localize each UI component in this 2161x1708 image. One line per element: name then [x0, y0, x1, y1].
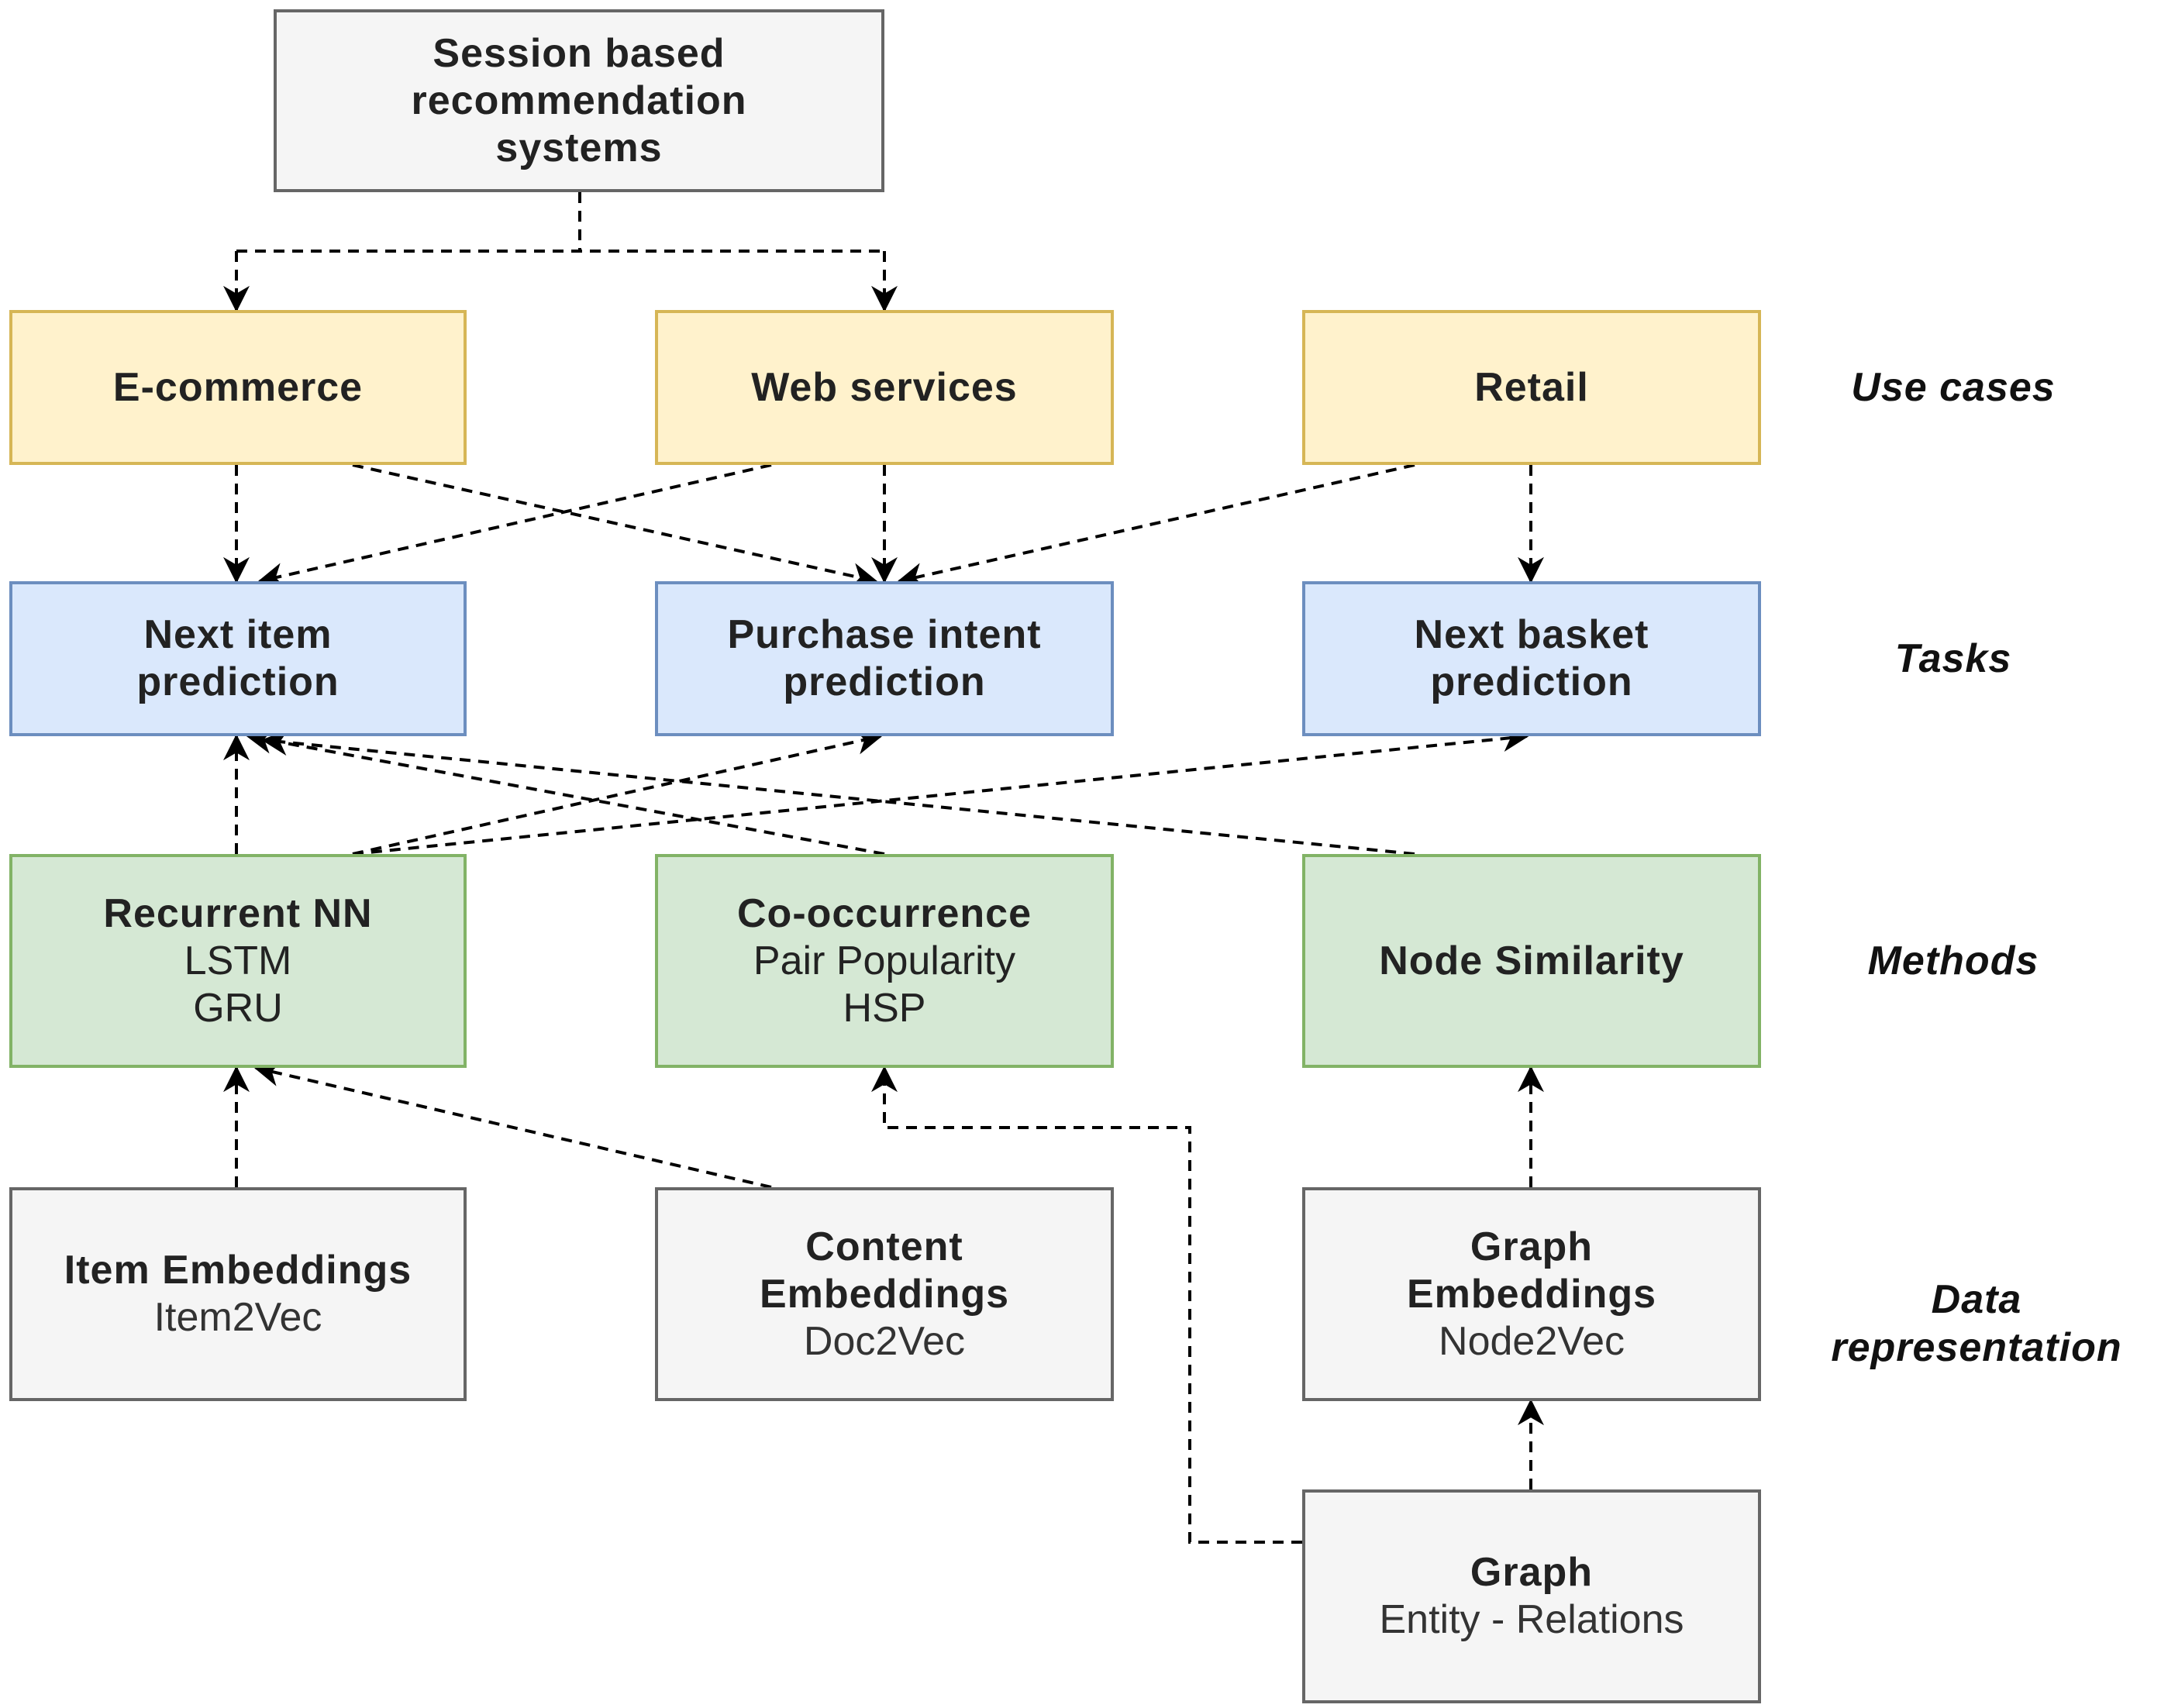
node-ecommerce: E-commerce — [9, 310, 467, 465]
edge-nodesim-to-nextitem — [261, 729, 1415, 856]
edge-root-split — [236, 192, 884, 253]
node-node-similarity: Node Similarity — [1302, 854, 1761, 1068]
node-next-basket-prediction: Next basket prediction — [1302, 581, 1761, 736]
node-graph: Graph Entity - Relations — [1302, 1489, 1761, 1703]
node-title: Retail — [1474, 364, 1589, 410]
edge-graph-to-cooc — [871, 1066, 1302, 1544]
node-retail: Retail — [1302, 310, 1761, 465]
layer-label-tasks: Tasks — [1894, 636, 2012, 681]
node-title: Co-occurrence — [737, 890, 1032, 936]
node-title: Recurrent NN — [103, 890, 373, 936]
node-title: E-commerce — [112, 364, 364, 410]
node-subtitle: Item2Vec — [153, 1295, 322, 1340]
edge-cooc-to-nextitem — [246, 727, 885, 856]
node-web-services: Web services — [655, 310, 1114, 465]
node-recurrent-nn: Recurrent NN LSTM GRU — [9, 854, 467, 1068]
node-subtitle: LSTM GRU — [184, 938, 292, 1031]
node-title: Next basket prediction — [1414, 612, 1649, 704]
node-subtitle: Doc2Vec — [803, 1318, 966, 1364]
node-title: Web services — [751, 364, 1018, 410]
node-subtitle: Entity - Relations — [1379, 1597, 1684, 1642]
node-title: Purchase intent prediction — [727, 612, 1042, 704]
node-subtitle: Node2Vec — [1439, 1318, 1625, 1364]
layer-label-methods: Methods — [1867, 938, 2039, 983]
node-session-recsys: Session based recommendation systems — [274, 9, 884, 192]
node-content-embeddings: Content Embeddings Doc2Vec — [655, 1187, 1114, 1401]
edge-webservices-to-nextitem — [257, 463, 772, 589]
node-next-item-prediction: Next item prediction — [9, 581, 467, 736]
node-title: Graph Embeddings — [1406, 1224, 1657, 1317]
edge-contentemb-to-rnn — [253, 1060, 772, 1189]
edge-rnn-to-purchase — [352, 728, 883, 856]
node-title: Graph — [1470, 1550, 1594, 1595]
node-graph-embeddings: Graph Embeddings Node2Vec — [1302, 1187, 1761, 1401]
edge-retail-to-purchase — [897, 463, 1415, 589]
layer-label-use-cases: Use cases — [1851, 365, 2056, 410]
edge-ecommerce-to-purchase — [352, 463, 878, 589]
node-title: Node Similarity — [1379, 938, 1684, 983]
node-title: Content Embeddings — [759, 1224, 1010, 1317]
edge-rnn-to-nextbasket — [352, 725, 1529, 856]
node-title: Item Embeddings — [64, 1248, 412, 1293]
node-subtitle: Pair Popularity HSP — [753, 938, 1016, 1031]
node-title: Next item prediction — [136, 612, 339, 704]
node-title: Session based recommendation systems — [411, 30, 747, 170]
node-purchase-intent-prediction: Purchase intent prediction — [655, 581, 1114, 736]
node-item-embeddings: Item Embeddings Item2Vec — [9, 1187, 467, 1401]
node-co-occurrence: Co-occurrence Pair Popularity HSP — [655, 854, 1114, 1068]
layer-label-data-representation: Data representation — [1831, 1277, 2122, 1370]
